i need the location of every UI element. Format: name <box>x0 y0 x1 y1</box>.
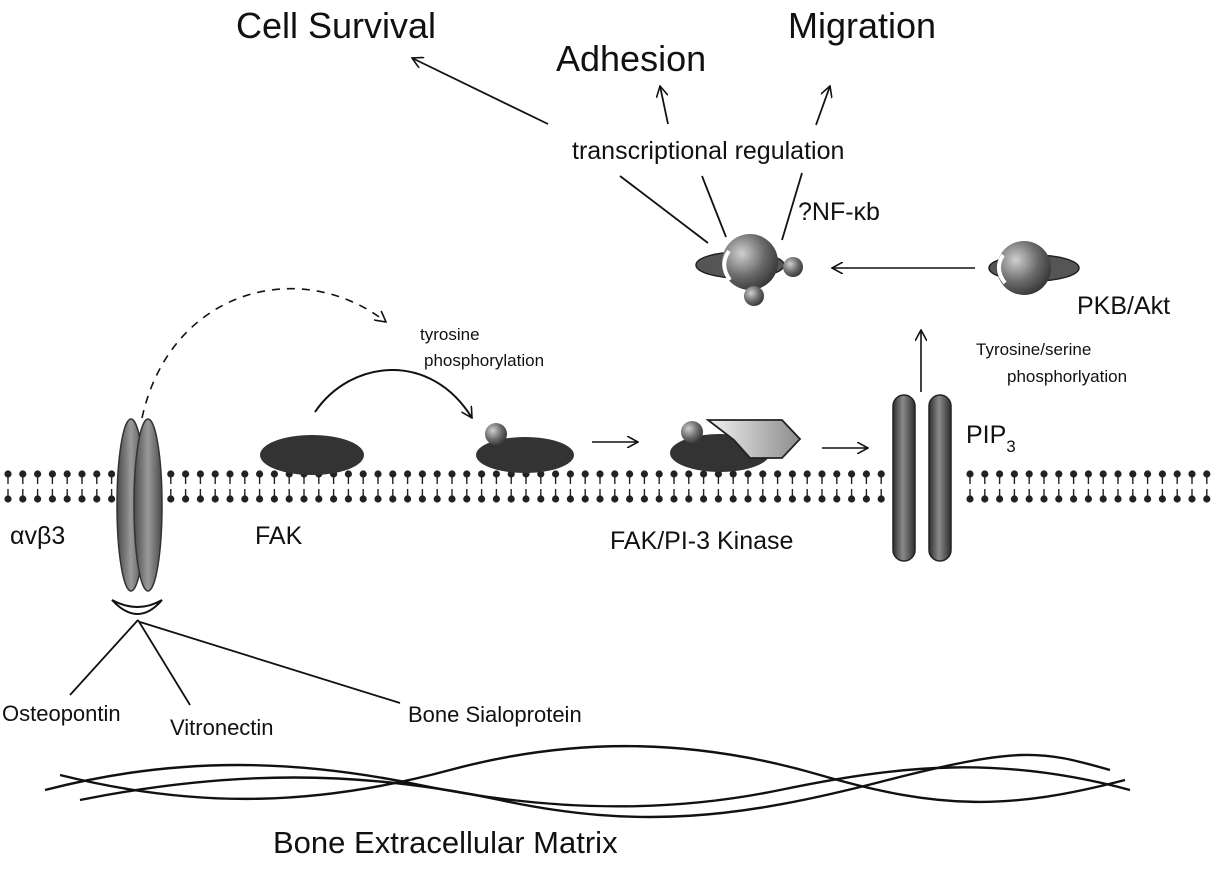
diagram-labels: Cell Survival Adhesion Migration transcr… <box>2 5 1170 860</box>
integrin-receptor <box>111 418 163 615</box>
fak-phosphorylated <box>476 423 574 473</box>
ligand-connectors <box>69 619 401 706</box>
label-nf-kb: ?NF-κb <box>798 198 880 226</box>
arrow-to-cell-survival <box>412 58 549 125</box>
label-fak: FAK <box>255 522 303 550</box>
label-bone-sialoprotein: Bone Sialoprotein <box>408 702 582 727</box>
matrix-fibers <box>44 744 1131 819</box>
label-migration: Migration <box>788 5 936 46</box>
label-integrin: αvβ3 <box>10 522 65 550</box>
activated-akt-complex <box>695 234 803 306</box>
label-pip3: PIP3 <box>966 421 1016 456</box>
arrow-to-adhesion <box>660 86 669 125</box>
label-tyrosine-2: phosphorylation <box>424 351 544 370</box>
label-tyr-ser-2: phosphorlyation <box>1007 367 1127 386</box>
label-fak-pi3k: FAK/PI-3 Kinase <box>610 527 793 555</box>
arrow-integrin-to-fak <box>141 287 386 419</box>
fak-pi3k-complex <box>670 419 802 472</box>
fak-protein <box>260 435 364 475</box>
cell-membrane <box>4 470 1211 503</box>
label-tyr-ser-1: Tyrosine/serine <box>976 340 1091 359</box>
arrow-fak-phosphorylation <box>314 369 472 418</box>
label-matrix: Bone Extracellular Matrix <box>273 825 618 860</box>
pkb-akt-protein <box>988 241 1080 295</box>
label-adhesion: Adhesion <box>556 38 706 79</box>
label-transcriptional-regulation: transcriptional regulation <box>572 137 844 165</box>
label-tyrosine-1: tyrosine <box>420 325 480 344</box>
pathway-arrows <box>141 58 975 448</box>
pip3-rods <box>892 394 952 562</box>
label-cell-survival: Cell Survival <box>236 5 436 46</box>
arrow-to-migration <box>815 86 830 126</box>
label-osteopontin: Osteopontin <box>2 701 121 726</box>
label-pkb-akt: PKB/Akt <box>1077 292 1170 320</box>
label-vitronectin: Vitronectin <box>170 715 274 740</box>
